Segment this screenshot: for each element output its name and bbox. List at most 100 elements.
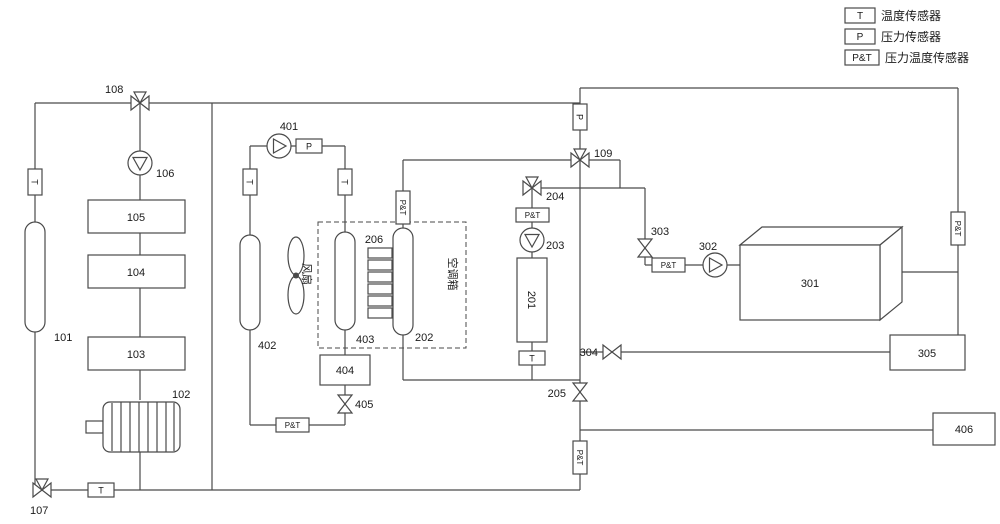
label-108: 108 <box>105 84 123 96</box>
sensor-p-text: P <box>575 114 585 120</box>
pump-302: 302 <box>699 241 728 278</box>
heat-exchanger-101-icon <box>24 221 46 333</box>
sensor-p-401: P <box>295 138 323 154</box>
pump-401: 401 <box>266 121 298 159</box>
sensor-t-icon <box>87 482 115 498</box>
sensor-t-bottom-left: T <box>87 482 115 498</box>
heater-206-seg5 <box>367 295 393 307</box>
label-101: 101 <box>54 332 72 344</box>
heat-exchanger-403-icon <box>334 231 356 331</box>
sensor-t-101-top: T <box>27 168 43 196</box>
label-102: 102 <box>172 389 190 401</box>
valve-205: 205 <box>548 382 589 402</box>
sensor-pt-icon <box>651 257 686 273</box>
sensor-pt-202-top: P&T <box>395 190 411 225</box>
label-403: 403 <box>356 334 374 346</box>
sensor-pt-205-bottom: P&T <box>572 440 588 475</box>
label-104: 104 <box>127 267 145 279</box>
three-way-valve-107-icon-right <box>41 481 52 499</box>
valve-205-icon-bottom <box>571 391 589 402</box>
valve-303-icon-bottom <box>636 247 654 258</box>
component-105: 105 <box>87 199 186 234</box>
valve-405-icon <box>336 394 354 405</box>
box-104 <box>87 254 186 289</box>
box-404 <box>319 354 371 386</box>
fan-label: 风扇 <box>300 263 314 285</box>
valve-303-icon <box>636 238 654 249</box>
tank-201-icon <box>516 257 548 343</box>
battery-301-front-icon <box>739 244 881 321</box>
label-304: 304 <box>580 347 598 359</box>
component-104: 104 <box>87 254 186 289</box>
motor-body-icon <box>102 401 181 453</box>
sensor-pt-icon <box>572 440 588 475</box>
valve-304: 304 <box>580 343 622 361</box>
fan-hub-icon <box>293 272 299 279</box>
legend-p-box <box>844 28 876 45</box>
ac-box-outline <box>317 221 467 349</box>
box-103 <box>87 336 186 371</box>
sensor-t-text: T <box>98 486 104 496</box>
motor-fins-icon <box>111 402 175 452</box>
sensor-pt-bottom-middle: P&T <box>275 417 310 433</box>
legend-row-pressure-temperature: P&T 压力温度传感器 <box>844 49 969 66</box>
three-way-valve-204-icon-top <box>524 176 540 190</box>
label-204: 204 <box>546 191 564 203</box>
sensor-p-109-top: P <box>572 103 588 131</box>
sensor-pt-icon <box>395 190 411 225</box>
legend-p-symbol: P <box>857 32 864 43</box>
sensor-t-text: T <box>340 179 350 185</box>
valve-304-icon <box>602 343 613 361</box>
three-way-valve-204-icon <box>522 179 533 197</box>
heater-206-seg3 <box>367 271 393 283</box>
sensor-pt-icon <box>515 207 550 223</box>
valve-205-icon <box>571 382 589 393</box>
sensor-t-text: T <box>30 179 40 185</box>
sensor-pt-text: P&T <box>525 211 541 220</box>
valve-304-icon-right <box>611 343 622 361</box>
pump-302-arrow-icon <box>708 256 724 274</box>
sensor-pt-204-bottom: P&T <box>515 207 550 223</box>
component-406: 406 <box>932 412 996 446</box>
sensor-t-403-top: T <box>337 168 353 196</box>
label-406: 406 <box>955 424 973 436</box>
box-305 <box>889 334 966 371</box>
component-101: 101 <box>24 221 72 344</box>
component-103: 103 <box>87 336 186 371</box>
legend-pt-symbol: P&T <box>852 53 871 64</box>
heat-exchanger-402-icon <box>239 234 261 331</box>
legend-t-symbol: T <box>857 11 863 22</box>
three-way-valve-108-icon <box>130 94 141 112</box>
heat-exchanger-202-icon <box>392 227 414 336</box>
motor-shaft-icon <box>85 420 104 434</box>
sensor-t-icon <box>242 168 258 196</box>
pump-203-arrow-icon <box>523 233 541 249</box>
label-203: 203 <box>546 240 564 252</box>
sensor-pt-302-inlet: P&T <box>651 257 686 273</box>
component-206: 206 <box>365 234 393 319</box>
pump-203: 203 <box>519 227 564 253</box>
three-way-valve-108-icon-top <box>132 91 148 105</box>
battery-301-top-icon <box>738 226 904 246</box>
sensor-p-icon <box>295 138 323 154</box>
sensor-t-icon <box>27 168 43 196</box>
three-way-valve-204-icon-right <box>531 179 542 197</box>
label-206: 206 <box>365 234 383 246</box>
box-105 <box>87 199 186 234</box>
sensor-pt-icon <box>950 211 966 246</box>
component-201: 201 <box>516 257 548 343</box>
component-402: 402 <box>239 234 276 352</box>
sensor-pt-text: P&T <box>285 421 301 430</box>
three-way-valve-109-icon <box>570 151 581 169</box>
sensor-t-text: T <box>245 179 255 185</box>
legend: T 温度传感器 P 压力传感器 P&T 压力温度传感器 <box>844 7 969 66</box>
sensor-pt-text: P&T <box>398 200 407 216</box>
sensor-p-icon <box>572 103 588 131</box>
label-106: 106 <box>156 168 174 180</box>
component-301: 301 <box>738 225 904 322</box>
three-way-valve-107-icon <box>32 481 43 499</box>
sensor-p-text: P <box>306 142 312 152</box>
label-404: 404 <box>336 365 354 377</box>
sensor-t-201-bottom: T <box>518 350 546 366</box>
legend-row-temperature: T 温度传感器 <box>844 7 941 24</box>
